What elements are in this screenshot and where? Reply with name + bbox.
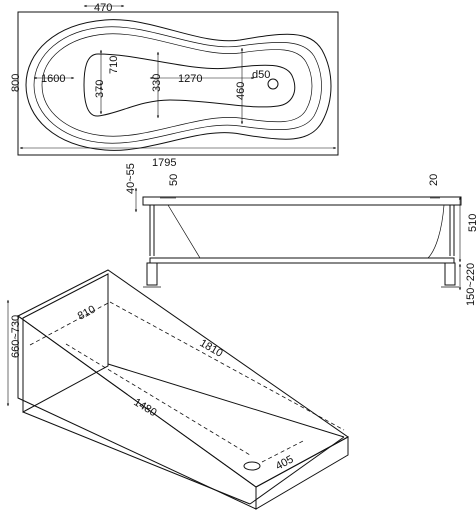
dim-40-55: 40~55 xyxy=(125,163,137,194)
dim-810: 810 xyxy=(76,303,98,322)
dim-1810-line xyxy=(109,301,345,431)
iso-cavity-floor-back xyxy=(107,363,345,438)
dim-50: 50 xyxy=(168,174,180,186)
plan-view: 470 800 1600 710 1270 d50 370 330 460 17… xyxy=(10,2,339,169)
side-view: 40~55 50 20 510 150~220 xyxy=(125,163,476,306)
dim-810-line xyxy=(29,301,111,346)
dim-800: 800 xyxy=(10,74,22,92)
dim-d50: d50 xyxy=(252,69,270,81)
dim-460: 460 xyxy=(235,82,247,100)
dim-510: 510 xyxy=(467,214,476,232)
iso-right-face xyxy=(255,436,349,510)
dim-660-730: 660~730 xyxy=(10,315,22,358)
dim-405: 405 xyxy=(274,453,296,472)
frame-crossbar xyxy=(149,257,455,264)
tub-bottom xyxy=(83,53,296,117)
side-rim xyxy=(142,196,462,206)
frame-right-foot xyxy=(444,262,456,286)
plan-outline xyxy=(17,11,339,156)
dim-1480: 1480 xyxy=(131,396,158,419)
dim-1810: 1810 xyxy=(198,337,225,360)
dim-330: 330 xyxy=(151,74,163,92)
side-tub-body xyxy=(167,204,445,259)
dim-1270: 1270 xyxy=(178,73,202,85)
tub-inner-rim xyxy=(33,26,322,144)
iso-cavity-top xyxy=(22,273,109,413)
iso-drain xyxy=(243,461,261,471)
iso-cavity-edge xyxy=(249,436,345,505)
dim-405-line xyxy=(261,439,306,463)
iso-top-face xyxy=(17,269,349,488)
dim-470: 470 xyxy=(94,2,112,14)
iso-cavity-floor-front xyxy=(22,411,251,505)
iso-front-face xyxy=(17,315,257,510)
drain-hole xyxy=(267,78,279,90)
dim-370: 370 xyxy=(94,80,106,98)
dim-1480-line xyxy=(65,343,251,456)
frame-left-foot xyxy=(146,262,158,286)
dim-1795: 1795 xyxy=(152,157,176,169)
tub-inner-rim-2 xyxy=(41,33,313,137)
iso-view: 810 1810 660~730 1480 405 xyxy=(6,269,349,510)
dim-20: 20 xyxy=(428,174,440,186)
dim-1600: 1600 xyxy=(41,73,65,85)
dim-710: 710 xyxy=(108,56,120,74)
dim-150-220: 150~220 xyxy=(465,263,476,306)
tub-outer-rim xyxy=(25,19,332,151)
